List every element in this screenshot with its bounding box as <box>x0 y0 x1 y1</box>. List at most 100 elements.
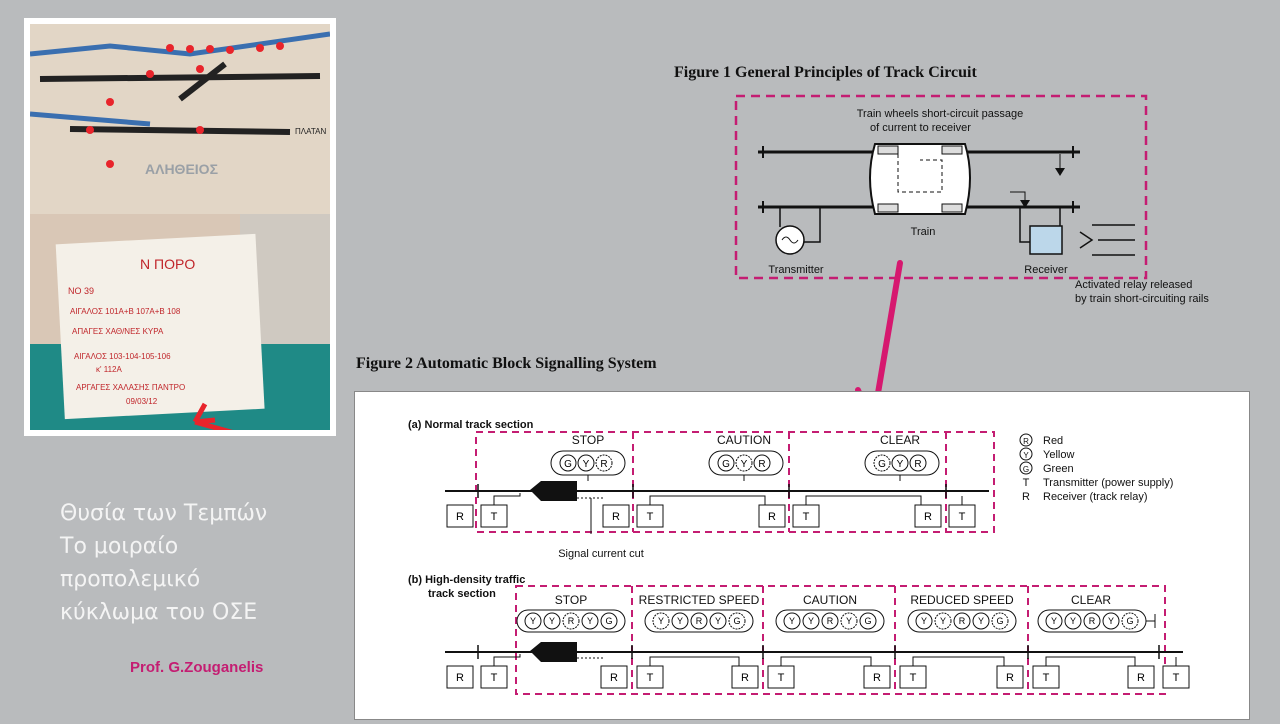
b-box-r5: R <box>1006 672 1014 684</box>
b-box-t4: T <box>910 672 917 684</box>
a-box-t3: T <box>803 511 810 523</box>
caption-line-1: Θυσία των Τεμπών <box>60 501 268 526</box>
sign-line-4: ΑΙΓΑΛΟΣ 103-104-105-106 <box>74 352 171 361</box>
a-caution-lamp-2: R <box>758 459 765 470</box>
legend-t-desc: Transmitter (power supply) <box>1043 477 1173 489</box>
section-b-dashed-box <box>515 585 1166 695</box>
a-caution-lamp-0: G <box>722 459 730 470</box>
a-stop-lamp-2: R <box>600 459 607 470</box>
b-restricted-lamp-2: R <box>696 616 703 626</box>
b-box-r6: R <box>1137 672 1145 684</box>
b-stop-lamp-0: Y <box>530 616 536 626</box>
a-clear-lamp-2: R <box>914 459 921 470</box>
caption-line-3: προπολεμικό <box>60 567 201 592</box>
legend-yellow: Yellow <box>1043 449 1074 461</box>
wheels-label-2: of current to receiver <box>870 122 971 134</box>
highlight-box <box>734 94 1148 280</box>
b-signal-stop: Y Y R Y G <box>516 609 626 633</box>
b-caution-lamp-3: Y <box>846 616 852 626</box>
b-restricted-lamp-3: Y <box>715 616 721 626</box>
b-caution-lamp-4: G <box>864 616 871 626</box>
signal-board-photo: Ν ΠΟΡΟ ΝΟ 39 ΑΙΓΑΛΟΣ 101Α+Β 107Α+Β 108 Α… <box>30 24 330 430</box>
a-box-t2: T <box>647 511 654 523</box>
sign-line-5: κ' 112Α <box>96 365 123 374</box>
b-box-t6: T <box>1173 672 1180 684</box>
wheels-label-1: Train wheels short-circuit passage <box>857 108 1024 120</box>
figure1-title: Figure 1 General Principles of Track Cir… <box>674 64 977 81</box>
b-clear-lamp-0: Y <box>1051 616 1057 626</box>
relay-label-1: Activated relay released <box>1075 279 1192 291</box>
a-box-r2: R <box>612 511 620 523</box>
a-signal-stop: G Y R <box>550 450 626 476</box>
b-clear-label: CLEAR <box>1071 593 1111 607</box>
sign-line-3: ΑΠΑΓΕΣ ΧΑΘ/ΝΕΣ ΚΥΡΑ <box>72 327 164 336</box>
sign-line-1: ΝΟ 39 <box>68 286 94 296</box>
b-caution-label: CAUTION <box>803 593 857 607</box>
b-box-r4: R <box>873 672 881 684</box>
legend-key-g: G <box>1023 465 1029 474</box>
caption-line-4: κύκλωμα του ΟΣΕ <box>60 600 258 625</box>
b-restricted-label: RESTRICTED SPEED <box>639 593 760 607</box>
b-stop-lamp-1: Y <box>549 616 555 626</box>
a-train <box>530 481 577 501</box>
b-reduced-lamp-1: Y <box>940 616 946 626</box>
author-credit: Prof. G.Zouganelis <box>130 659 264 676</box>
a-signal-caution: G Y R <box>708 450 784 476</box>
b-box-t3: T <box>778 672 785 684</box>
legend-key-t: T <box>1023 477 1030 489</box>
b-clear-lamp-3: Y <box>1108 616 1114 626</box>
section-b-label-2: track section <box>428 588 496 600</box>
a-caution-label: CAUTION <box>717 433 771 447</box>
b-restricted-lamp-1: Y <box>677 616 683 626</box>
caption: Θυσία των Τεμπών Το μοιραίο προπολεμικό … <box>60 497 320 629</box>
b-clear-lamp-2: R <box>1089 616 1096 626</box>
b-caution-lamp-1: Y <box>808 616 814 626</box>
b-caution-lamp-0: Y <box>789 616 795 626</box>
a-box-t1: T <box>491 511 498 523</box>
b-signal-reduced: Y Y R Y G <box>907 609 1017 633</box>
legend-key-r: R <box>1023 437 1029 446</box>
relay-contacts <box>1079 224 1135 256</box>
b-stop-lamp-3: Y <box>587 616 593 626</box>
b-restricted-lamp-4: G <box>733 616 740 626</box>
signal-cut-label: Signal current cut <box>558 548 644 560</box>
b-clear-lamp-4: G <box>1126 616 1133 626</box>
b-train <box>530 642 577 662</box>
a-stop-label: STOP <box>572 433 604 447</box>
a-clear-lamp-1: Y <box>897 459 904 470</box>
b-reduced-lamp-0: Y <box>921 616 927 626</box>
b-box-r1: R <box>456 672 464 684</box>
board-label-0: ΑΛΗΘΕΙΟΣ <box>145 161 218 177</box>
board-label-1: ΠΛΑΤΑΝ <box>295 127 326 136</box>
a-clear-lamp-0: G <box>878 459 886 470</box>
track-circuit-diagram: Train wheels short-circuit passage of cu… <box>734 94 1209 305</box>
a-caution-lamp-1: Y <box>741 459 748 470</box>
b-stop-label: STOP <box>555 593 587 607</box>
legend-key-y: Y <box>1023 451 1029 460</box>
a-box-r1: R <box>456 511 464 523</box>
receiver-label: Receiver <box>1024 264 1068 276</box>
sign-line-7: 09/03/12 <box>126 397 158 406</box>
a-boxes: R T R T R T R T <box>446 504 976 528</box>
photo-frame: Ν ΠΟΡΟ ΝΟ 39 ΑΙΓΑΛΟΣ 101Α+Β 107Α+Β 108 Α… <box>24 18 336 436</box>
b-clear-lamp-1: Y <box>1070 616 1076 626</box>
b-reduced-lamp-4: G <box>996 616 1003 626</box>
relay-label-2: by train short-circuiting rails <box>1075 293 1209 305</box>
a-box-r3: R <box>768 511 776 523</box>
a-stop-lamp-1: Y <box>583 459 590 470</box>
b-signal-clear: Y Y R Y G <box>1037 609 1156 633</box>
legend-green: Green <box>1043 463 1074 475</box>
transmitter-label: Transmitter <box>768 264 824 276</box>
block-signalling-diagram: (a) Normal track section STOP CAUTION CL… <box>354 391 1250 720</box>
sign-line-2: ΑΙΓΑΛΟΣ 101Α+Β 107Α+Β 108 <box>70 307 181 316</box>
legend: R Red Y Yellow G Green T Transmitter (po… <box>1019 433 1173 503</box>
b-reduced-label: REDUCED SPEED <box>910 593 1014 607</box>
b-box-r3: R <box>741 672 749 684</box>
b-boxes: R T R T R T R T R T R T <box>446 665 1190 689</box>
legend-key-r2: R <box>1022 491 1030 503</box>
legend-r-desc: Receiver (track relay) <box>1043 491 1148 503</box>
b-restricted-lamp-0: Y <box>658 616 664 626</box>
legend-red: Red <box>1043 435 1063 447</box>
figure2-title: Figure 2 Automatic Block Signalling Syst… <box>356 355 657 372</box>
train-car <box>869 143 971 215</box>
